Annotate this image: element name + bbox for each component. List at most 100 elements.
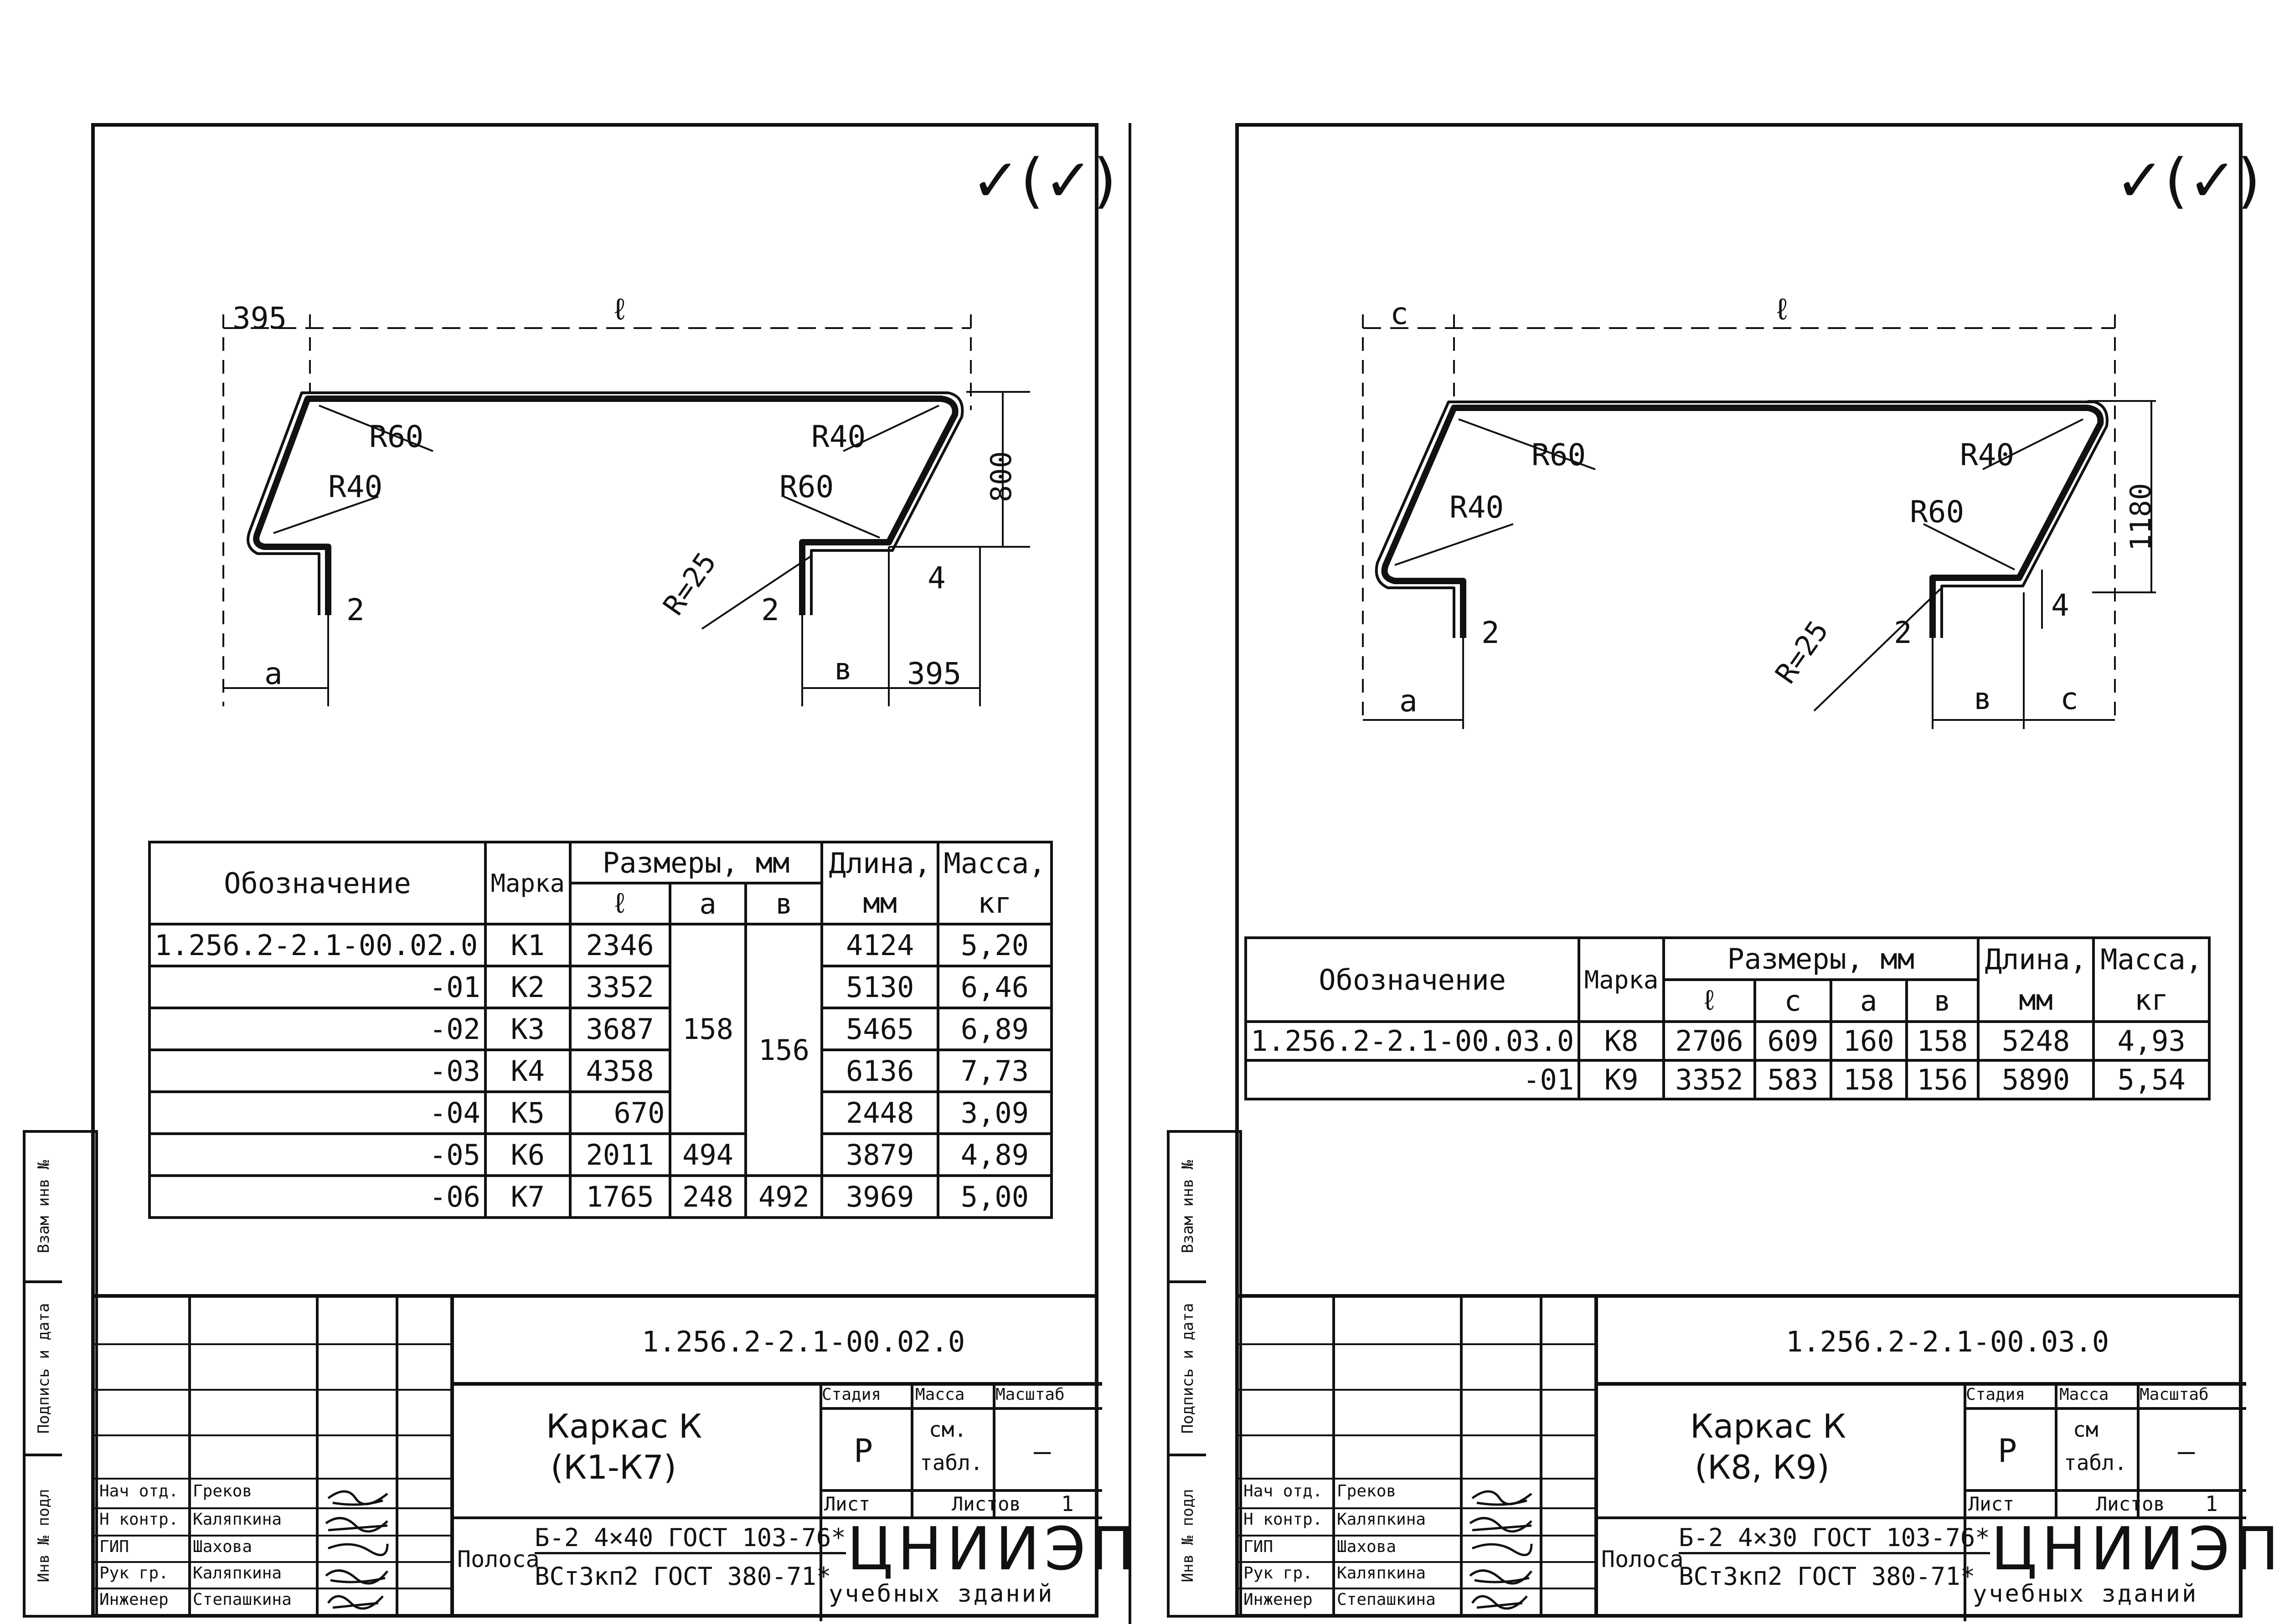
person-name: Каляпкина (193, 1564, 282, 1583)
sidebar-cell: Подпись и дата (26, 1283, 62, 1456)
cell-l: 2346 (568, 923, 671, 967)
doc-number: 1.256.2-2.1-00.03.0 (1786, 1325, 2109, 1358)
person-role: Рук гр. (1243, 1564, 1313, 1583)
header-sizes: Размеры, мм (1662, 936, 1980, 981)
person-role: Нач отд. (99, 1482, 179, 1501)
org-sub: учебных зданий (1973, 1580, 2198, 1608)
cell-mass: 5,20 (936, 923, 1053, 967)
cell-a: 494 (668, 1132, 748, 1177)
sidebar-cell: Инв № подл (1179, 1489, 1197, 1583)
left-sheet: ✓(✓) 395 ℓ R6 (0, 0, 1135, 1624)
cell-designation: 1.256.2-2.1-00.02.0 (148, 923, 487, 967)
dim-two-left: 2 (1481, 615, 1500, 650)
person-role: Нач отд. (1243, 1482, 1323, 1501)
cell-mass: 3,09 (936, 1090, 1053, 1135)
cell-length: 5130 (820, 965, 939, 1009)
cell-mass: 6,46 (936, 965, 1053, 1009)
header-b: в (744, 882, 824, 925)
header-a: a (1829, 978, 1908, 1023)
radius-label-1: R60 (369, 419, 424, 454)
check-mark-icon: ✓(✓) (971, 146, 1117, 215)
cell-designation: -01 (1244, 1059, 1581, 1100)
signature-scribbles (1469, 1490, 1533, 1610)
stage-value: Р (1998, 1432, 2017, 1470)
table-row: -01 K2 3352 5130 6,46 (148, 965, 1053, 1009)
material-label: Полоса (457, 1546, 540, 1573)
radius-label-3: R40 (1960, 437, 2015, 473)
sheets-value: 1 (2205, 1491, 2218, 1516)
cell-designation: -03 (148, 1048, 487, 1093)
title-line-1: Каркас К (1690, 1407, 1846, 1445)
mass-value-1: см. (929, 1417, 967, 1442)
cell-l: 2706 (1662, 1020, 1757, 1062)
table-row: -05 K6 2011 494 3879 4,89 (148, 1132, 1053, 1177)
cell-l: 670 (568, 1090, 671, 1135)
dim-c: c (2060, 681, 2078, 716)
stage-label: Стадия (1966, 1385, 2026, 1404)
cell-designation: -01 (148, 965, 487, 1009)
cell-mark: K2 (484, 965, 572, 1009)
cell-mark: K7 (484, 1174, 572, 1219)
dim-a: a (1399, 684, 1418, 719)
mass-label: Масса (2059, 1385, 2109, 1404)
cell-designation: -05 (148, 1132, 487, 1177)
cell-mark: K8 (1578, 1020, 1665, 1062)
header-mass-unit: кг (2092, 980, 2211, 1023)
cell-length: 3969 (820, 1174, 939, 1219)
dim-top-length: ℓ (611, 292, 629, 327)
person-role: Рук гр. (99, 1564, 169, 1583)
cell-l: 1765 (568, 1174, 671, 1219)
cell-c: 583 (1753, 1059, 1832, 1100)
table-row: -03 K4 4358 6136 7,73 (148, 1048, 1053, 1093)
bar-drawing (1362, 314, 2156, 729)
cell-designation: -02 (148, 1007, 487, 1051)
scale-label: Масштаб (2140, 1385, 2209, 1404)
stage-label: Стадия (822, 1385, 882, 1404)
cell-a: 248 (668, 1174, 748, 1219)
cell-shared-a: 158 (668, 923, 748, 1135)
cell-l: 3687 (568, 1007, 671, 1051)
header-designation: Обозначение (148, 841, 487, 925)
radius-label-1: R60 (1531, 437, 1586, 473)
dim-two-right: 2 (1894, 615, 1912, 650)
dim-height: 1180 (2124, 483, 2157, 551)
person-name: Шахова (1337, 1537, 1397, 1556)
radius-label-2: R40 (1449, 490, 1504, 525)
dim-a: a (264, 656, 283, 691)
doc-number: 1.256.2-2.1-00.02.0 (642, 1325, 965, 1358)
cell-mark: K6 (484, 1132, 572, 1177)
cell-mark: K5 (484, 1090, 572, 1135)
cell-shared-b: 156 (744, 923, 824, 1177)
header-mass: Масса, (2092, 936, 2211, 980)
cell-mass: 5,00 (936, 1174, 1053, 1219)
sheet-label: Лист (824, 1493, 871, 1515)
person-name: Каляпкина (193, 1510, 282, 1529)
cell-mark: K9 (1578, 1059, 1665, 1100)
table-row: -04 K5 670 2448 3,09 (148, 1090, 1053, 1135)
dim-four: 4 (928, 560, 946, 596)
cell-l: 4358 (568, 1048, 671, 1093)
header-mass: Масса, (936, 841, 1053, 883)
header-mark: Марка (484, 841, 572, 925)
cell-mass: 6,89 (936, 1007, 1053, 1051)
header-mass-unit: кг (936, 883, 1053, 925)
sidebar-cell: Инв № подл (35, 1489, 53, 1583)
dim-top-length: ℓ (1773, 292, 1791, 327)
dim-two-right: 2 (761, 592, 779, 627)
org-main: ЦНИИЭП (847, 1514, 1140, 1583)
person-role: Инженер (99, 1590, 169, 1609)
sheets-value: 1 (1061, 1491, 1074, 1516)
dim-top-left: c (1390, 296, 1408, 331)
cell-mass: 7,73 (936, 1048, 1053, 1093)
cell-b: 158 (1905, 1020, 1980, 1062)
person-role: Н контр. (99, 1510, 179, 1529)
header-length-unit: мм (1976, 980, 2095, 1023)
header-sizes: Размеры, мм (568, 841, 824, 884)
cell-b: 156 (1905, 1059, 1980, 1100)
cell-mark: K1 (484, 923, 572, 967)
stage-value: Р (854, 1432, 873, 1470)
header-l: ℓ (568, 882, 671, 925)
title-block: 1.256.2-2.1-00.03.0 Каркас К (К8, К9) Ст… (1235, 1294, 2279, 1621)
bar-drawing (222, 314, 1030, 706)
sidebar-stamp: Взам инв № Подпись и дата Инв № подл (1167, 1130, 1242, 1618)
